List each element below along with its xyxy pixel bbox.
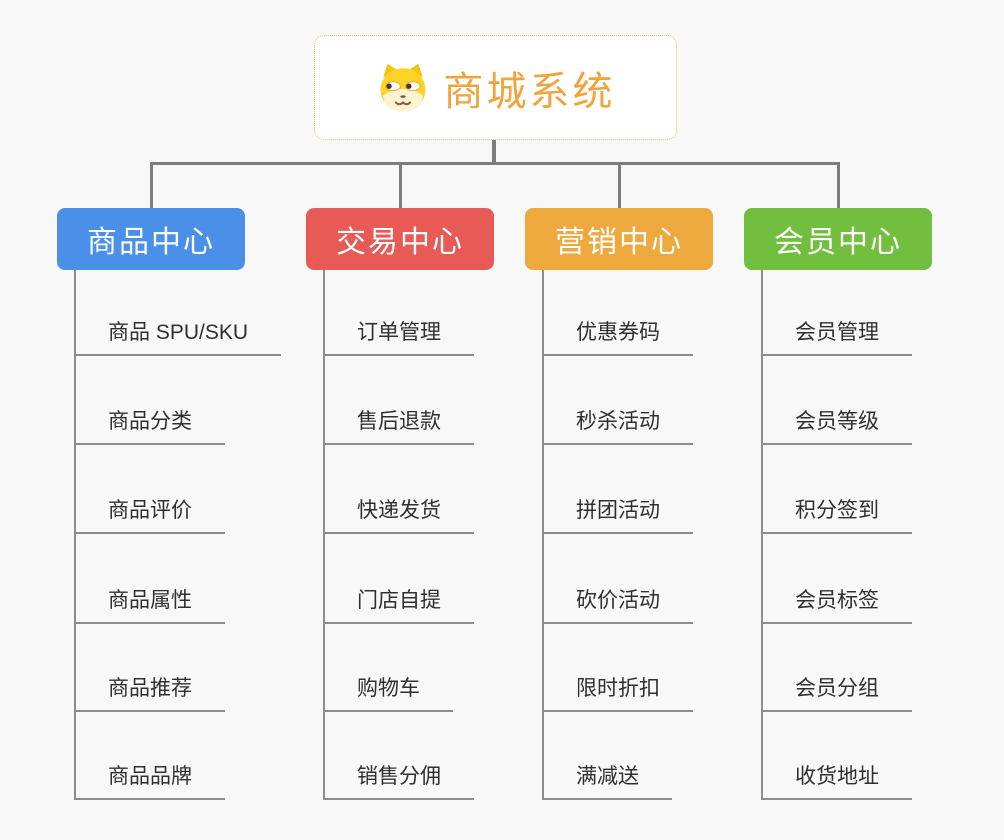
leaf-node[interactable]: 会员管理 (761, 320, 912, 356)
leaf-node[interactable]: 会员标签 (761, 588, 912, 624)
connector-drop (150, 162, 153, 209)
leaf-node[interactable]: 商品属性 (74, 588, 225, 624)
connector-drop (399, 162, 402, 209)
leaf-node[interactable]: 收货地址 (761, 764, 912, 800)
leaf-node[interactable]: 售后退款 (323, 409, 474, 445)
branch-label: 商品中心 (87, 226, 215, 259)
leaf-node[interactable]: 订单管理 (323, 320, 474, 356)
branch-vline (761, 270, 763, 800)
leaf-node[interactable]: 优惠券码 (542, 320, 693, 356)
branch-header-product-center[interactable]: 商品中心 (57, 208, 245, 270)
leaf-node[interactable]: 秒杀活动 (542, 409, 693, 445)
leaf-node[interactable]: 砍价活动 (542, 588, 693, 624)
leaf-node[interactable]: 限时折扣 (542, 676, 693, 712)
dog-face-icon (376, 62, 430, 114)
leaf-node[interactable]: 商品推荐 (74, 676, 225, 712)
connector-bus (150, 162, 840, 165)
root-node[interactable]: 商城系统 (314, 35, 677, 140)
branch-trade-center: 交易中心 订单管理 售后退款 快递发货 门店自提 购物车 销售分佣 (306, 208, 494, 800)
leaf-node[interactable]: 会员等级 (761, 409, 912, 445)
leaf-node[interactable]: 积分签到 (761, 498, 912, 534)
leaf-node[interactable]: 商品品牌 (74, 764, 225, 800)
branch-label: 交易中心 (336, 226, 464, 259)
leaf-node[interactable]: 商品评价 (74, 498, 225, 534)
root-label: 商城系统 (443, 69, 616, 114)
branch-vline (323, 270, 325, 800)
leaf-node[interactable]: 商品分类 (74, 409, 225, 445)
branch-product-center: 商品中心 商品 SPU/SKU 商品分类 商品评价 商品属性 商品推荐 商品品牌 (57, 208, 282, 800)
leaf-node[interactable]: 拼团活动 (542, 498, 693, 534)
branch-member-center: 会员中心 会员管理 会员等级 积分签到 会员标签 会员分组 收货地址 (744, 208, 932, 800)
branch-header-marketing-center[interactable]: 营销中心 (525, 208, 713, 270)
connector-root-stub (492, 138, 496, 165)
connector-drop (618, 162, 621, 209)
branch-header-trade-center[interactable]: 交易中心 (306, 208, 494, 270)
leaf-node[interactable]: 快递发货 (323, 498, 474, 534)
branch-marketing-center: 营销中心 优惠券码 秒杀活动 拼团活动 砍价活动 限时折扣 满减送 (525, 208, 713, 800)
branch-vline (542, 270, 544, 800)
leaf-node[interactable]: 门店自提 (323, 588, 474, 624)
connector-drop (837, 162, 840, 209)
branch-label: 营销中心 (555, 226, 683, 259)
branch-vline (74, 270, 76, 800)
leaf-node[interactable]: 商品 SPU/SKU (74, 320, 282, 356)
branch-header-member-center[interactable]: 会员中心 (744, 208, 932, 270)
leaf-node[interactable]: 会员分组 (761, 676, 912, 712)
branch-label: 会员中心 (774, 226, 902, 259)
leaf-node[interactable]: 购物车 (323, 676, 453, 712)
leaf-node[interactable]: 销售分佣 (323, 764, 474, 800)
leaf-node[interactable]: 满减送 (542, 764, 672, 800)
